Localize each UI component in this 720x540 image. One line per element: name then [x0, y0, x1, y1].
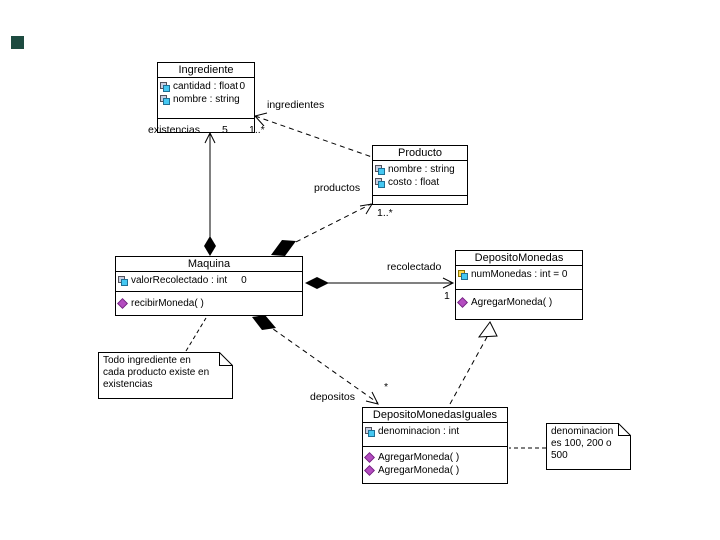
- class-ingrediente-title: Ingrediente: [158, 63, 254, 78]
- class-deposito-monedas-title: DepositoMonedas: [456, 251, 582, 266]
- existencias-association[interactable]: [204, 131, 216, 256]
- attribute-text: nombre : string: [388, 163, 455, 175]
- class-producto-title: Producto: [373, 146, 467, 161]
- existencias-label[interactable]: existencias: [148, 124, 200, 136]
- operation-row: AgregarMoneda( ): [364, 451, 505, 464]
- attribute-text: nombre : string: [173, 93, 240, 105]
- operation-text: recibirMoneda( ): [131, 297, 204, 309]
- attribute-row: nombre : string: [160, 93, 252, 106]
- class-deposito-monedas-iguales-title: DepositoMonedasIguales: [363, 408, 507, 423]
- depositos-multiplicity[interactable]: *: [384, 381, 389, 393]
- operation-text: AgregarMoneda( ): [471, 296, 553, 308]
- operation-icon: [457, 297, 468, 308]
- productos-association[interactable]: [271, 203, 373, 256]
- class-maquina[interactable]: Maquina valorRecolectado : int 0 recibir…: [115, 256, 303, 316]
- operation-row: recibirMoneda( ): [117, 297, 300, 310]
- attribute-icon: [365, 426, 375, 437]
- recolectado-label[interactable]: recolectado: [387, 261, 442, 273]
- attribute-default-value: 0: [241, 274, 247, 286]
- corner-marker: [11, 36, 24, 49]
- recolectado-association[interactable]: [305, 277, 455, 289]
- attribute-text: denominacion : int: [378, 425, 460, 437]
- attribute-row: nombre : string: [375, 163, 465, 176]
- depositos-association[interactable]: [252, 315, 379, 405]
- operations-compartment-empty: [373, 196, 467, 204]
- constraint-note-text: Todo ingrediente en cada producto existe…: [103, 355, 210, 390]
- ingredientes-multiplicity[interactable]: 1..*: [249, 124, 265, 136]
- attribute-row: costo : float: [375, 176, 465, 189]
- operation-row: AgregarMoneda( ): [364, 464, 505, 477]
- attribute-icon: [458, 269, 468, 280]
- constraint-note[interactable]: Todo ingrediente en cada producto existe…: [98, 352, 233, 399]
- attribute-icon: [375, 177, 385, 188]
- note-shape: [546, 423, 631, 470]
- denominacion-note[interactable]: denominacion es 100, 200 o 500: [546, 423, 631, 470]
- attribute-text: cantidad : float: [173, 80, 239, 92]
- attribute-row: numMonedas : int = 0: [458, 268, 580, 281]
- attribute-icon: [375, 164, 385, 175]
- class-deposito-monedas[interactable]: DepositoMonedas numMonedas : int = 0 Agr…: [455, 250, 583, 320]
- constraint-note-anchor: [185, 317, 207, 352]
- denominacion-note-text: denominacion es 100, 200 o 500: [551, 426, 614, 461]
- class-deposito-monedas-iguales[interactable]: DepositoMonedasIguales denominacion : in…: [362, 407, 508, 484]
- operation-icon: [364, 465, 375, 476]
- attribute-row: denominacion : int: [365, 425, 505, 438]
- note-shape: [98, 352, 233, 399]
- attribute-default-value: 0: [239, 80, 245, 92]
- class-maquina-title: Maquina: [116, 257, 302, 272]
- attribute-icon: [160, 81, 170, 92]
- existencias-multiplicity[interactable]: 5: [222, 124, 228, 136]
- recolectado-multiplicity[interactable]: 1: [444, 290, 450, 302]
- productos-label[interactable]: productos: [314, 182, 361, 194]
- class-ingrediente[interactable]: Ingrediente cantidad : float 0 nombre : …: [157, 62, 255, 133]
- attribute-row: cantidad : float 0: [160, 80, 252, 93]
- class-producto[interactable]: Producto nombre : string costo : float: [372, 145, 468, 205]
- attribute-text: numMonedas : int = 0: [471, 268, 568, 280]
- operation-row: AgregarMoneda( ): [457, 296, 580, 309]
- attribute-icon: [118, 275, 128, 286]
- generalization-link[interactable]: [449, 321, 498, 405]
- operation-text: AgregarMoneda( ): [378, 464, 460, 476]
- attribute-text: costo : float: [388, 176, 440, 188]
- operation-icon: [117, 298, 128, 309]
- ingredientes-association[interactable]: [254, 112, 373, 158]
- attribute-icon: [160, 94, 170, 105]
- productos-multiplicity[interactable]: 1..*: [377, 207, 393, 219]
- operation-text: AgregarMoneda( ): [378, 451, 460, 463]
- operation-icon: [364, 452, 375, 463]
- attribute-row: valorRecolectado : int 0: [118, 274, 300, 287]
- attribute-text: valorRecolectado : int: [131, 274, 228, 286]
- depositos-label[interactable]: depositos: [310, 391, 355, 403]
- ingredientes-label[interactable]: ingredientes: [267, 99, 325, 111]
